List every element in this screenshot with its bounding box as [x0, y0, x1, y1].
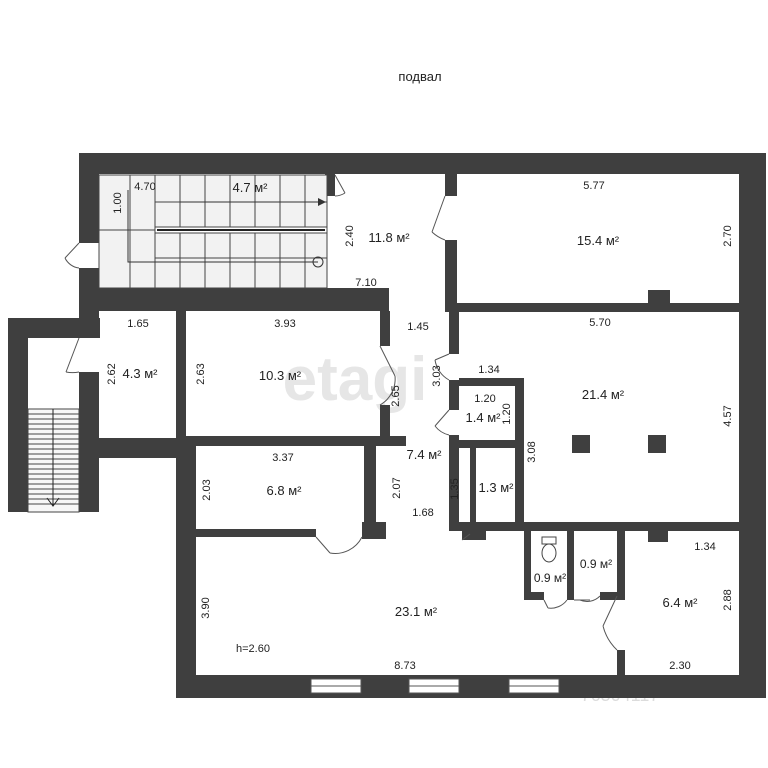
room-area: 6.8 м²: [267, 483, 303, 498]
column: [648, 435, 666, 453]
room-area: 0.9 м²: [580, 557, 612, 571]
dim-label: 2.62: [106, 363, 118, 384]
dim-label: 2.30: [669, 660, 690, 672]
dim-label: 1.20: [474, 393, 495, 405]
dim-label: 4.70: [134, 181, 155, 193]
height-note: h=2.60: [236, 643, 270, 655]
dim-label: 3.90: [200, 597, 212, 618]
windows: [310, 678, 560, 694]
watermark: etagi: [283, 345, 428, 414]
staircase-upper: [98, 174, 328, 289]
room-area: 7.4 м²: [407, 447, 443, 462]
staircase-left: [27, 408, 80, 513]
doors: [64, 174, 618, 651]
dim-label: 1.45: [407, 321, 428, 333]
dim-label: 2.03: [201, 479, 213, 500]
dim-label: 1.34: [478, 364, 499, 376]
dim-label: 3.93: [274, 318, 295, 330]
dim-label: 2.65: [390, 385, 402, 406]
dim-label: 1.00: [112, 192, 124, 213]
dim-label: 7.10: [355, 277, 376, 289]
plan-title: подвал: [398, 69, 441, 84]
room-area: 10.3 м²: [259, 368, 302, 383]
dim-label: 1.35: [449, 478, 461, 499]
dim-label: 5.77: [583, 180, 604, 192]
dim-label: 2.63: [195, 363, 207, 384]
dim-label: 2.07: [391, 477, 403, 498]
dim-label: 3.37: [272, 452, 293, 464]
column: [572, 435, 590, 453]
room-area: 11.8 м²: [368, 230, 410, 245]
dim-label: 2.40: [344, 225, 356, 246]
room-area: 1.3 м²: [479, 480, 515, 495]
dim-label: 3.08: [526, 441, 538, 462]
dim-label: 1.68: [412, 507, 433, 519]
dim-label: 3.03: [431, 365, 443, 386]
dim-label: 5.70: [589, 317, 610, 329]
room-area: 0.9 м²: [534, 571, 566, 585]
dim-label: 8.73: [394, 660, 415, 672]
dim-label: 1.34: [694, 541, 715, 553]
dim-label: 2.88: [722, 589, 734, 610]
dim-label: 2.70: [722, 225, 734, 246]
room-area: 4.7 м²: [233, 180, 269, 195]
room-area: 1.4 м²: [466, 410, 502, 425]
room-area: 21.4 м²: [582, 387, 625, 402]
room-area: 23.1 м²: [395, 604, 438, 619]
room-area: 15.4 м²: [577, 233, 620, 248]
toilet-icon: [541, 536, 557, 563]
dim-label: 1.20: [501, 403, 513, 424]
room-area: 4.3 м²: [123, 366, 159, 381]
room-area: 6.4 м²: [663, 595, 699, 610]
dim-label: 1.65: [127, 318, 148, 330]
dim-label: 4.57: [722, 405, 734, 426]
